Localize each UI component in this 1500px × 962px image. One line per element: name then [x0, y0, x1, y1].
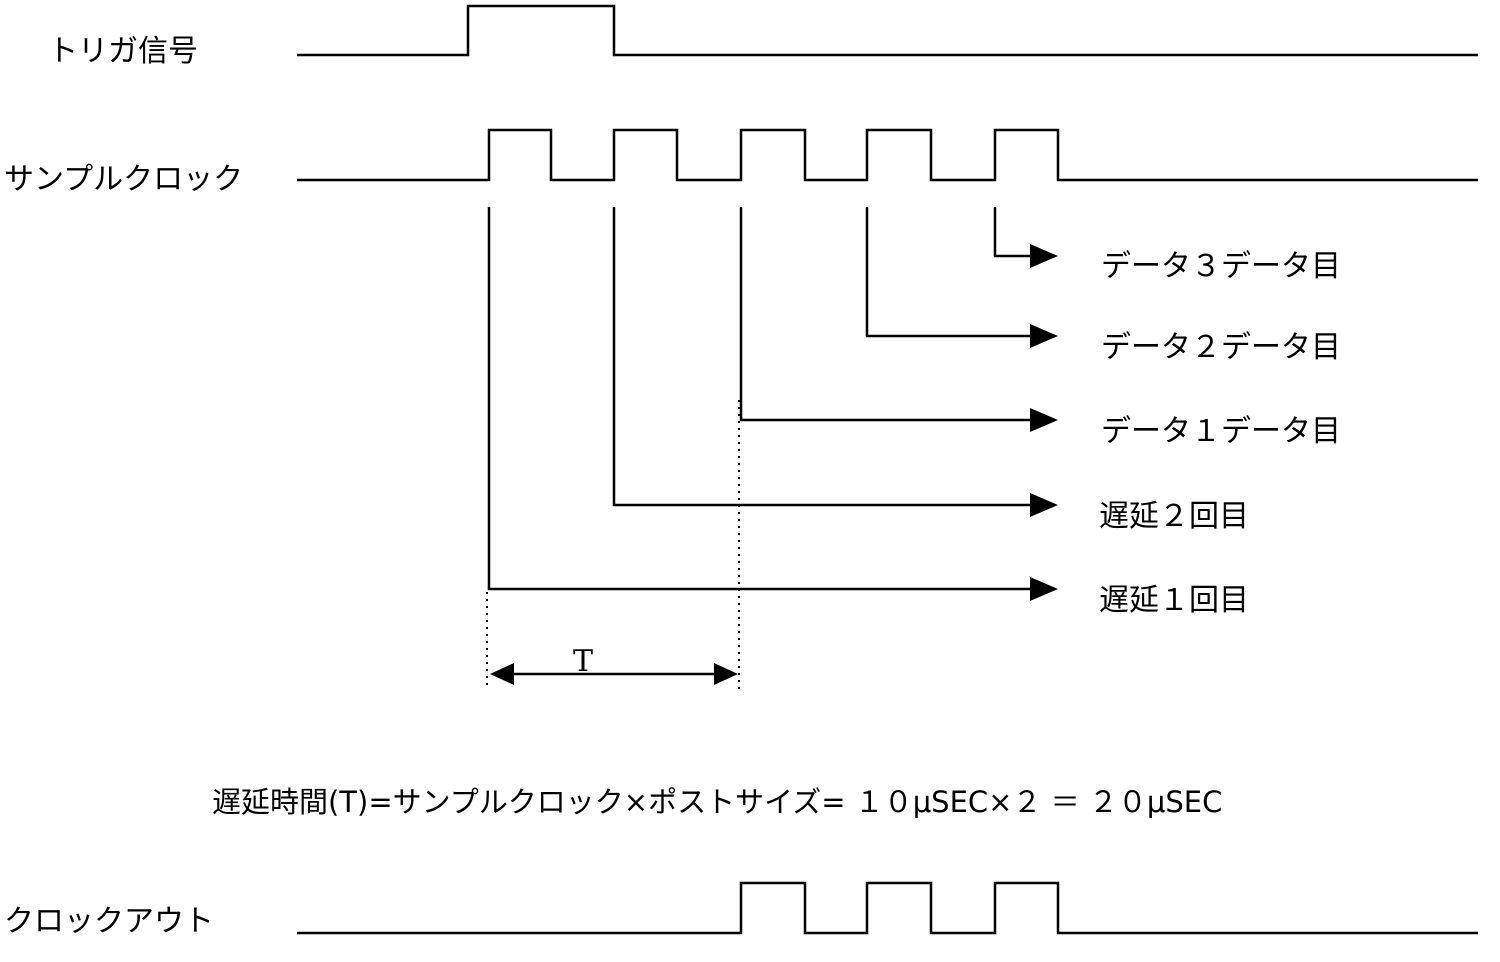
connector-delay-2 [612, 207, 1032, 507]
period-label: T [573, 644, 593, 679]
trigger-signal-label: トリガ信号 [48, 34, 198, 69]
trigger-waveform [297, 4, 1478, 57]
arrowhead-data-2 [1030, 324, 1058, 348]
period-arrowhead-left [490, 663, 514, 685]
arrowhead-data-3 [1030, 244, 1058, 268]
sample-clock-label: サンプルクロック [4, 162, 243, 197]
connector-data-2 [865, 207, 1032, 338]
arrow-label-data-3: データ３データ目 [1101, 249, 1341, 284]
sample-clock-waveform [297, 128, 1478, 182]
clock-out-label: クロックアウト [4, 904, 214, 939]
clock-out-waveform [297, 881, 1478, 935]
period-arrowhead-right [714, 663, 738, 685]
arrowhead-delay-1 [1030, 577, 1058, 601]
delay-formula: 遅延時間(T)=サンプルクロック×ポストサイズ= １０μSEC×２ ＝ ２０μS… [212, 785, 1222, 819]
arrowhead-data-1 [1030, 408, 1058, 432]
arrow-label-delay-1: 遅延１回目 [1099, 583, 1249, 618]
arrow-label-delay-2: 遅延２回目 [1099, 499, 1249, 534]
arrow-label-data-2: データ２データ目 [1101, 330, 1341, 365]
connector-data-3 [993, 207, 1032, 258]
connector-delay-1 [487, 207, 1032, 591]
connector-data-1 [739, 207, 1032, 422]
arrowhead-delay-2 [1030, 493, 1058, 517]
arrow-label-data-1: データ１データ目 [1101, 414, 1341, 449]
